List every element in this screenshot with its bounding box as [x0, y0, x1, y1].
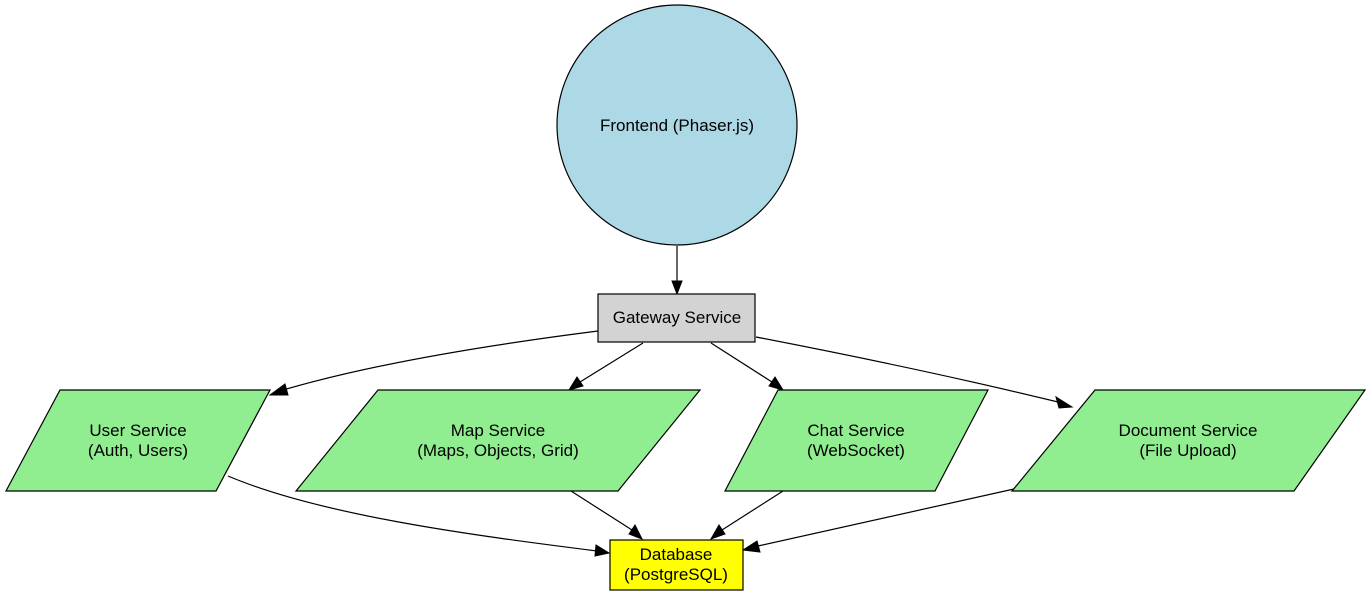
- chat-service-parallelogram: [724, 389, 989, 492]
- user-service-title: User Service: [89, 421, 186, 440]
- gateway-box: [597, 293, 756, 343]
- edge-gateway-to-document-service: [755, 336, 1074, 409]
- frontend-label: Frontend (Phaser.js): [600, 116, 754, 135]
- database-box: [609, 539, 744, 591]
- user-service-parallelogram: [4, 389, 272, 492]
- database-title: Database: [640, 545, 713, 564]
- document-service-parallelogram: [1010, 389, 1367, 492]
- database-subtitle: (PostgreSQL): [624, 565, 728, 584]
- node-gateway: Gateway Service: [597, 293, 756, 343]
- user-service-subtitle: (Auth, Users): [88, 441, 188, 460]
- node-user-service: User Service (Auth, Users): [4, 389, 272, 492]
- map-service-title: Map Service: [451, 421, 545, 440]
- node-database: Database (PostgreSQL): [609, 539, 744, 591]
- edge-document-service-to-database: [741, 488, 1015, 553]
- document-service-title: Document Service: [1119, 421, 1258, 440]
- edge-frontend-to-gateway: [671, 246, 683, 296]
- edge-gateway-to-map-service: [567, 342, 644, 391]
- edge-map-service-to-database: [570, 490, 644, 540]
- chat-service-subtitle: (WebSocket): [807, 441, 905, 460]
- edge-chat-service-to-database: [709, 490, 784, 540]
- node-map-service: Map Service (Maps, Objects, Grid): [294, 389, 702, 492]
- node-frontend: Frontend (Phaser.js): [556, 4, 798, 246]
- edges: [227, 246, 1074, 557]
- document-service-subtitle: (File Upload): [1139, 441, 1236, 460]
- edge-user-service-to-database: [227, 475, 611, 557]
- node-chat-service: Chat Service (WebSocket): [724, 389, 989, 492]
- gateway-label: Gateway Service: [613, 308, 742, 327]
- map-service-subtitle: (Maps, Objects, Grid): [417, 441, 579, 460]
- chat-service-title: Chat Service: [807, 421, 904, 440]
- node-document-service: Document Service (File Upload): [1010, 389, 1367, 492]
- map-service-parallelogram: [294, 389, 702, 492]
- frontend-circle: [556, 4, 798, 246]
- edge-gateway-to-chat-service: [710, 342, 785, 391]
- edge-gateway-to-user-service: [268, 330, 599, 396]
